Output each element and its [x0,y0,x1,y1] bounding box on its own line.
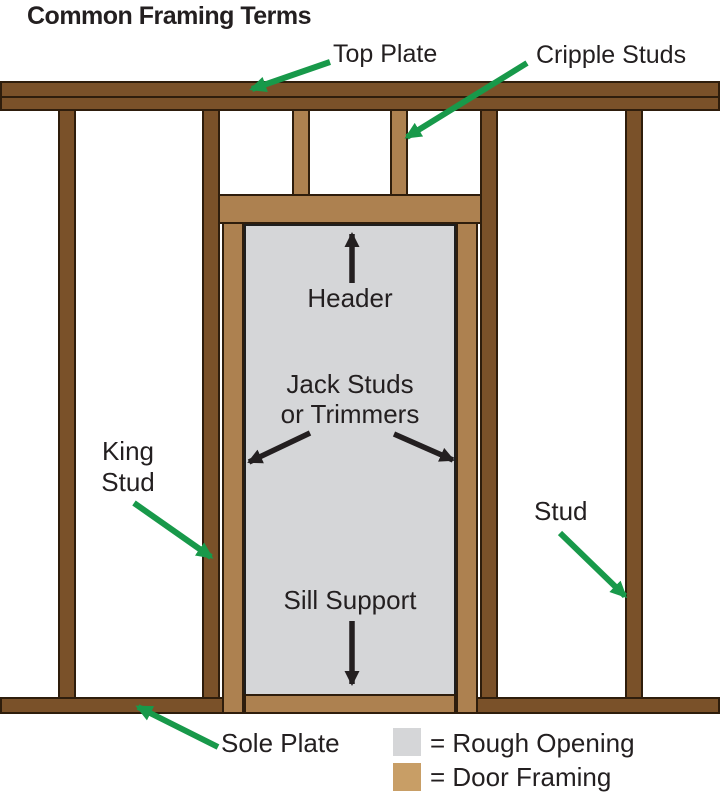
cripple-stud-1 [292,109,310,196]
cripple-studs-label: Cripple Studs [536,41,687,69]
sill-support-board [244,694,456,714]
door-framing-swatch [393,763,421,791]
king-stud-label-line1: King [101,436,155,466]
jack-stud-right [456,222,478,714]
jack-studs-label-line1: Jack Studs [286,369,414,399]
top-plate-lower-board [0,96,720,111]
stud-right [625,109,643,701]
diagram-title: Common Framing Terms [27,2,312,30]
jack-studs-label-line2: or Trimmers [280,399,420,429]
cripple-stud-2 [390,109,408,196]
king-stud-label-line2: Stud [101,467,155,497]
stud-label: Stud [534,496,588,526]
king-stud-label: King Stud [88,436,168,498]
jack-stud-left [222,222,244,714]
header-label: Header [307,283,393,313]
sole-plate-label: Sole Plate [221,728,340,758]
king-stud-arrow [132,500,214,560]
sill-support-label: Sill Support [283,585,417,615]
jack-studs-label: Jack Studs or Trimmers [238,369,462,429]
rough-opening-legend-label: = Rough Opening [430,728,635,758]
stud-arrow [557,530,628,599]
top-plate-label: Top Plate [333,40,438,68]
rough-opening-swatch [393,728,421,756]
stud-left [58,109,76,701]
header-beam [218,194,482,224]
door-framing-legend-label: = Door Framing [430,762,612,792]
